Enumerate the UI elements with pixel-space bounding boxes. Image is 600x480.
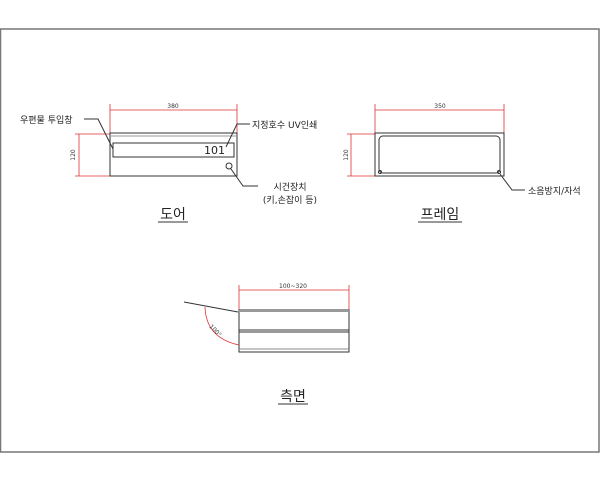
door-height-label: 120 (70, 149, 77, 161)
side-body (238, 309, 350, 353)
room-number: 101 (204, 144, 225, 157)
opening-angle-arc (204, 306, 240, 346)
door-view: 380 120 101 우편물 투입창 지정호수 UV인쇄 시건장치 (키,손잡… (20, 103, 317, 223)
side-view: 100~320 100° 측면 (183, 283, 350, 405)
mail-slot-leader (84, 118, 114, 150)
lock-label: 시건장치 (273, 181, 306, 193)
frame-view: 350 120 소음방지/자석 프레임 (343, 103, 581, 223)
uv-print-leader (225, 123, 250, 148)
mail-slot (112, 142, 235, 158)
frame-height-label: 120 (343, 149, 350, 161)
magnet-icon (497, 170, 501, 174)
opening-angle-label: 100° (207, 323, 222, 338)
magnet-icon (378, 170, 382, 174)
side-title: 측면 (280, 389, 306, 405)
lock-leader (230, 168, 258, 187)
frame-width-label: 350 (434, 103, 446, 110)
door-panel (109, 132, 238, 177)
magnet-label: 소음방지/자석 (528, 186, 581, 197)
door-width-label: 380 (167, 103, 179, 110)
lock-icon (225, 162, 233, 170)
door-title: 도어 (160, 207, 186, 223)
side-depth-label: 100~320 (279, 283, 307, 290)
lock-detail-label: (키,손잡이 등) (263, 194, 317, 206)
frame-title: 프레임 (421, 207, 460, 223)
magnet-leader (499, 173, 525, 191)
mail-slot-label: 우편물 투입창 (20, 114, 73, 126)
frame-inner (378, 135, 501, 174)
sheet-border (0, 28, 600, 453)
frame-outer (374, 132, 505, 177)
open-lid (183, 301, 239, 313)
uv-print-label: 지정호수 UV인쇄 (252, 120, 317, 131)
